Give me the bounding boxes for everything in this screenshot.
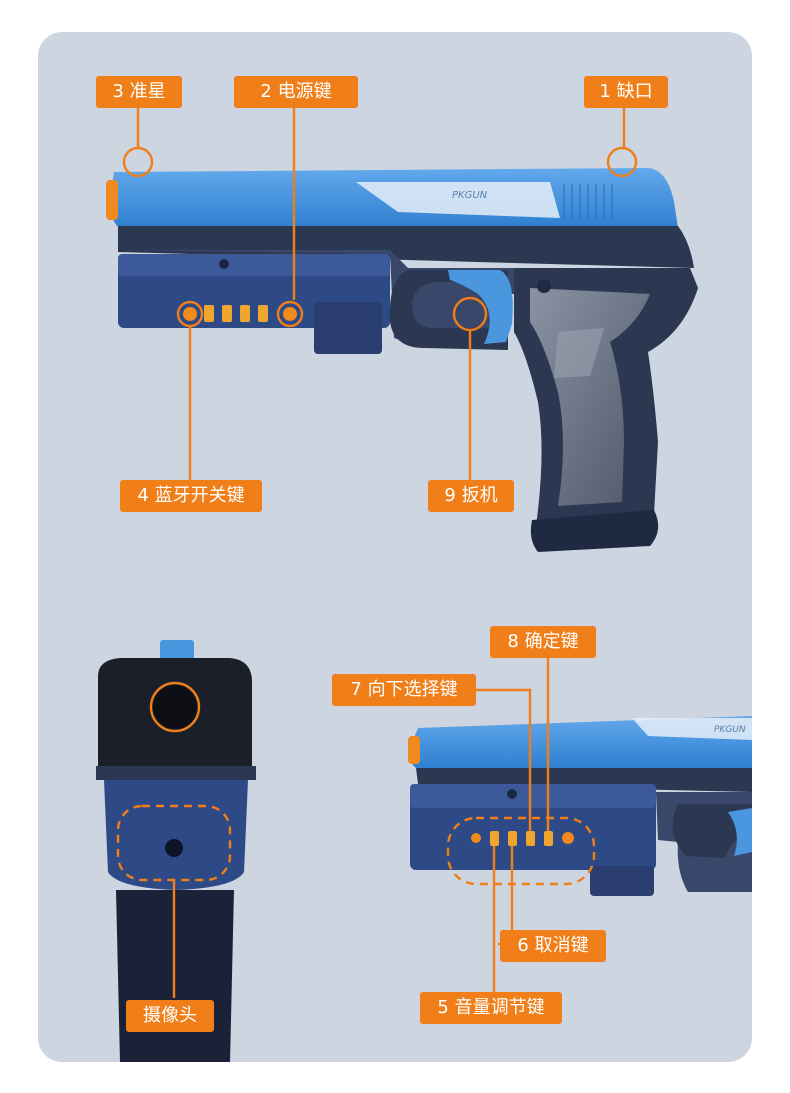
bluetooth-button bbox=[183, 307, 197, 321]
zoom-battery-box bbox=[590, 866, 654, 896]
side-button-2 bbox=[222, 305, 232, 322]
grip-screw bbox=[537, 279, 551, 293]
trigger-shape bbox=[448, 270, 513, 344]
zoom-slide-highlight bbox=[632, 718, 752, 740]
zoom-frame-strip bbox=[416, 768, 752, 792]
main-annotations bbox=[122, 106, 638, 480]
label-camera: 摄像头 bbox=[126, 1000, 214, 1032]
side-button-4 bbox=[258, 305, 268, 322]
zoom-module-top bbox=[410, 784, 656, 808]
label-power-key: 2 电源键 bbox=[234, 76, 358, 108]
module-buttons bbox=[183, 305, 297, 322]
front-annotations bbox=[116, 681, 232, 998]
frame-strip bbox=[118, 226, 694, 268]
label-confirm-key: 8 确定键 bbox=[490, 626, 596, 658]
front-slide-base bbox=[96, 766, 256, 780]
label-trigger: 9 扳机 bbox=[428, 480, 514, 512]
zoom-confirm-button bbox=[544, 831, 553, 846]
label-front-sight: 3 准星 bbox=[96, 76, 182, 108]
gun-side-view: PKGUN bbox=[106, 168, 698, 552]
label-bluetooth-key: 4 蓝牙开关键 bbox=[120, 480, 262, 512]
slide-highlight bbox=[356, 182, 560, 218]
gun-front-view bbox=[96, 640, 256, 1062]
module-screw bbox=[219, 259, 229, 269]
front-muzzle bbox=[153, 685, 197, 729]
front-module bbox=[104, 780, 248, 890]
side-button-1 bbox=[204, 305, 214, 322]
gun-diagram: PKGUN bbox=[96, 106, 752, 1062]
front-camera-lens bbox=[165, 839, 183, 857]
accessory-module-top bbox=[118, 254, 390, 276]
side-button-3 bbox=[240, 305, 250, 322]
magazine-base bbox=[530, 510, 659, 552]
zoom-muzzle-tip bbox=[408, 736, 420, 764]
power-button bbox=[283, 307, 297, 321]
zoom-volume-button bbox=[490, 831, 499, 846]
label-down-select-key: 7 向下选择键 bbox=[332, 674, 476, 706]
diagram-panel: PKGUN bbox=[38, 32, 752, 1062]
muzzle-tip bbox=[106, 180, 118, 220]
slide-logo-text: PKGUN bbox=[452, 190, 488, 201]
zoom-cancel-button bbox=[508, 831, 517, 846]
label-cancel-key: 6 取消键 bbox=[500, 930, 606, 962]
zoom-module-screw bbox=[507, 789, 517, 799]
zoom-trigger bbox=[728, 808, 752, 856]
zoom-bluetooth-button bbox=[471, 833, 481, 843]
slide-serrations bbox=[563, 184, 613, 220]
label-volume-key: 5 音量调节键 bbox=[420, 992, 562, 1024]
zoom-power-button bbox=[562, 832, 574, 844]
zoom-down-select-button bbox=[526, 831, 535, 846]
trigger-guard bbox=[389, 270, 508, 350]
accessory-battery-box bbox=[314, 302, 382, 354]
grip-texture bbox=[554, 328, 604, 378]
gun-zoom-view: PKGUN bbox=[408, 716, 752, 896]
zoom-buttons bbox=[471, 831, 574, 846]
zoom-slide-logo-text: PKGUN bbox=[714, 725, 746, 735]
label-rear-notch: 1 缺口 bbox=[584, 76, 668, 108]
